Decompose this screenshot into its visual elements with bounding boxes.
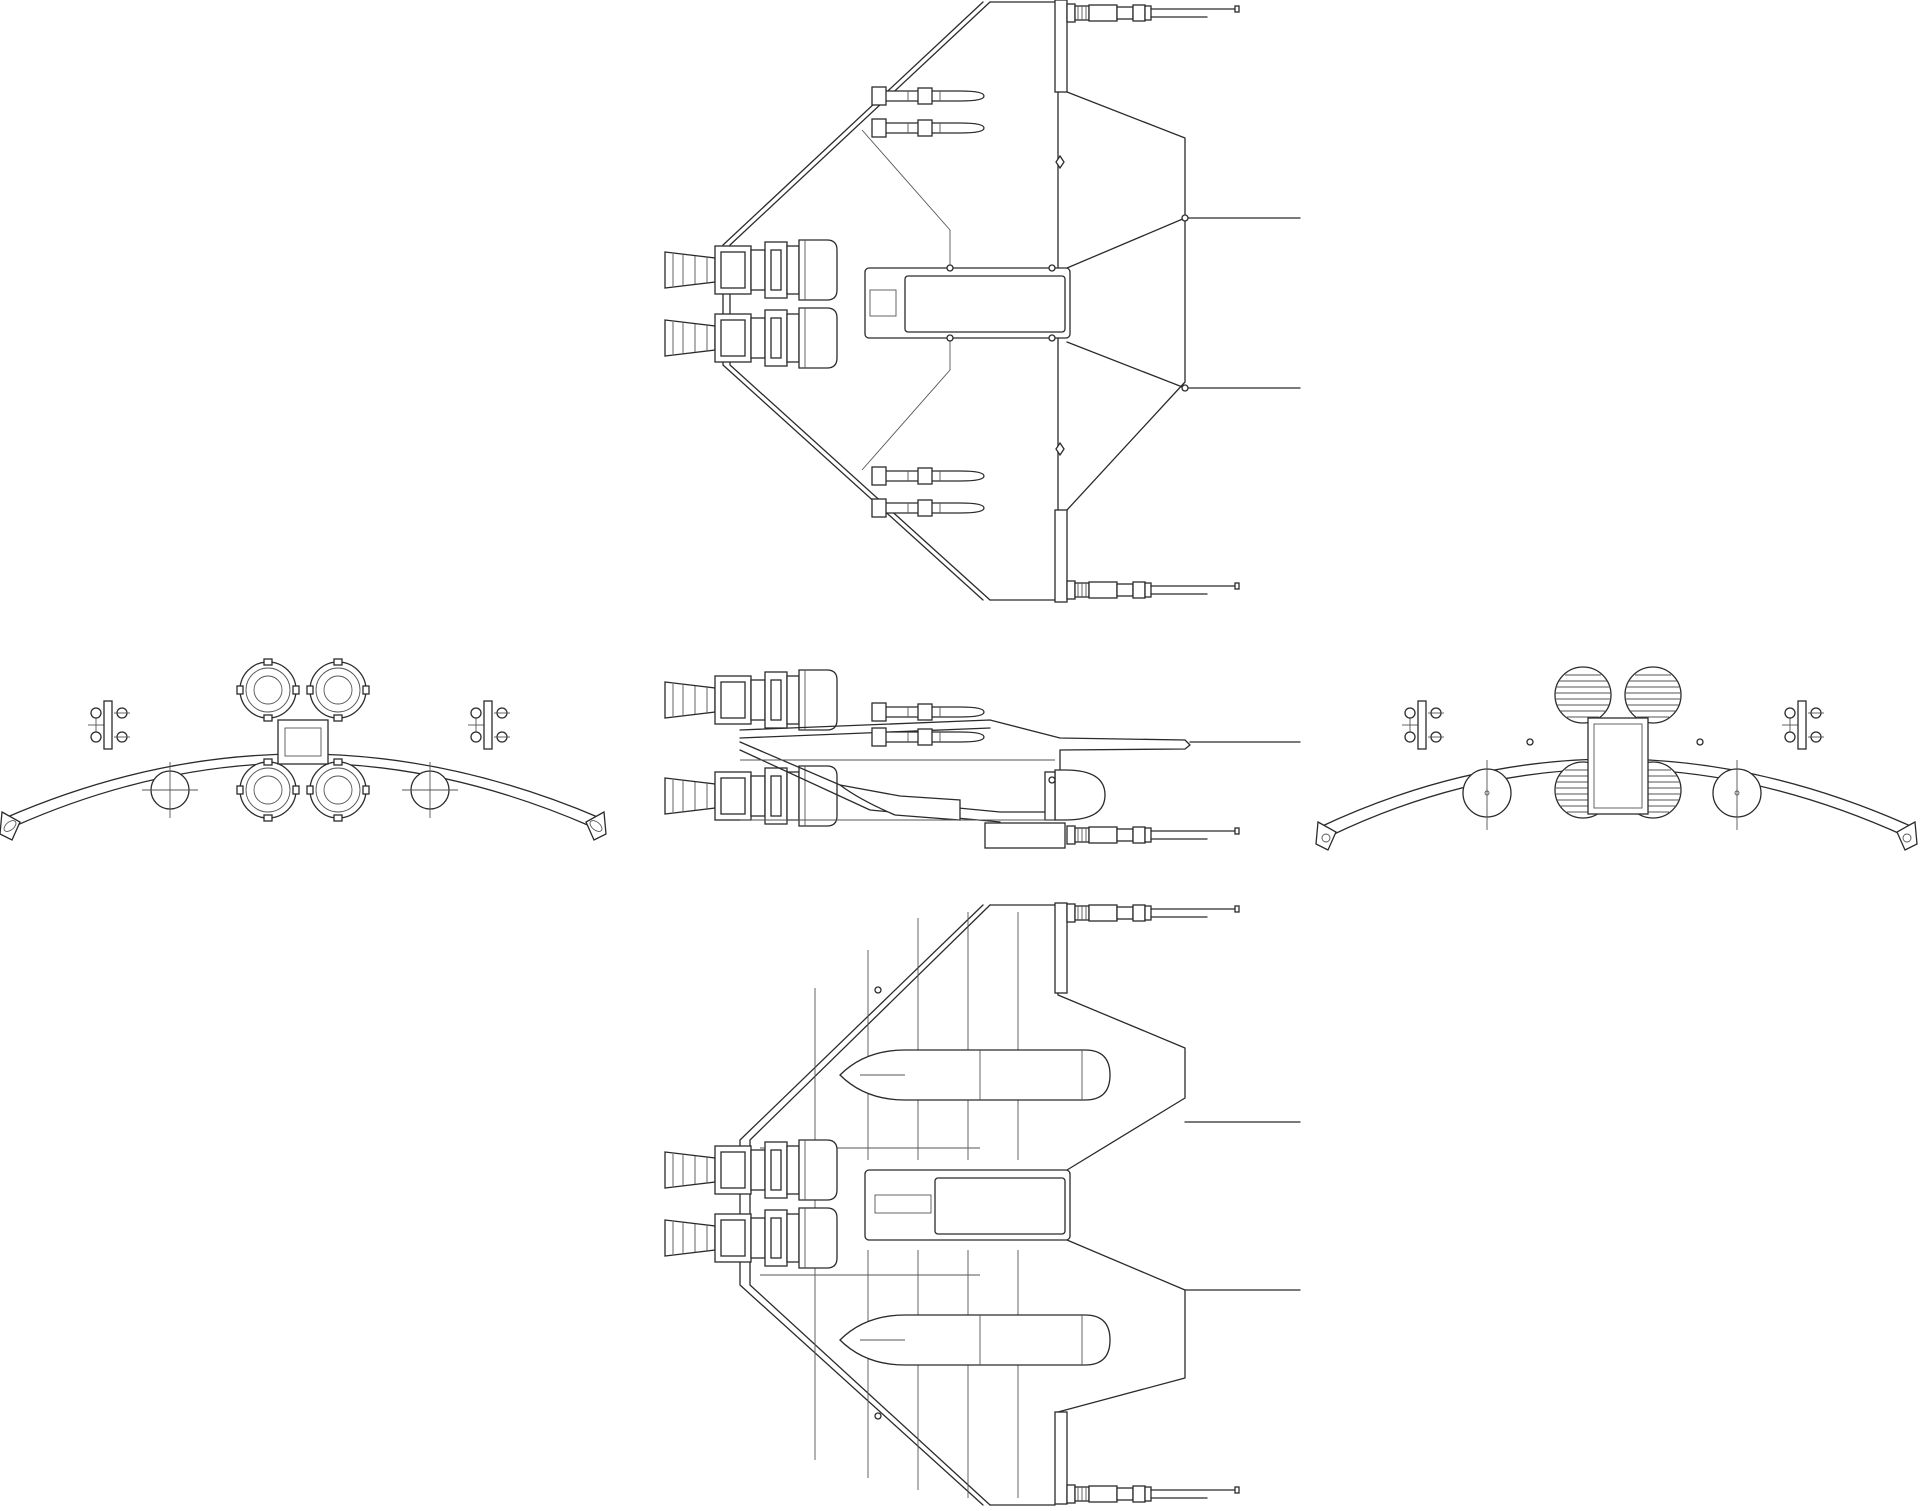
rear-view bbox=[1315, 666, 1918, 851]
rear-view-weapons bbox=[1401, 700, 1825, 830]
front-view-wing-arc bbox=[0, 753, 607, 841]
bottom-view-fuselage bbox=[864, 1169, 1071, 1241]
bottom-view-torpedoes bbox=[839, 1049, 1111, 1366]
top-view bbox=[664, 0, 1301, 603]
front-view bbox=[0, 658, 607, 841]
side-view-engines bbox=[664, 669, 838, 827]
bottom-view-cannons bbox=[1066, 903, 1240, 1504]
side-view bbox=[664, 669, 1301, 849]
side-view-cannons bbox=[1066, 825, 1240, 845]
front-view-engines bbox=[236, 658, 370, 822]
bottom-view-wing bbox=[739, 902, 1301, 1506]
rear-view-engines bbox=[1554, 666, 1682, 819]
bottom-view bbox=[664, 902, 1301, 1506]
side-view-fuselage bbox=[739, 719, 1301, 849]
top-view-fuselage bbox=[864, 264, 1071, 342]
bottom-view-engines bbox=[664, 1139, 838, 1269]
top-view-cannons bbox=[1066, 3, 1240, 600]
top-view-engines bbox=[664, 239, 838, 369]
